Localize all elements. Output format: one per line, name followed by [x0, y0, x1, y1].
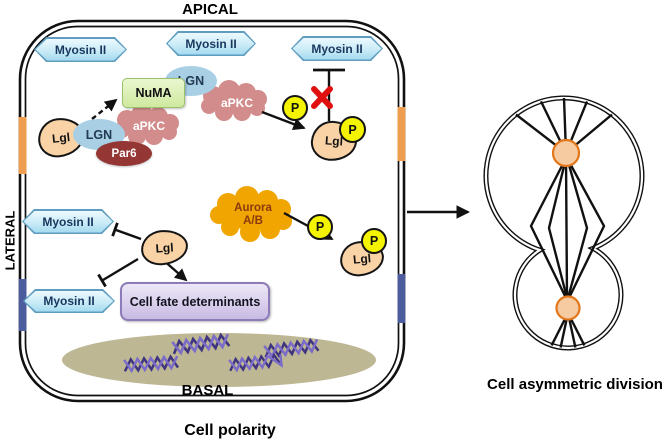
apkc-cloud-free: [201, 80, 267, 121]
myosin-hexagon-apical-left: Myosin II: [34, 37, 127, 62]
lateral-blue-segment-right: [397, 274, 406, 323]
myosin-label: Myosin II: [43, 294, 95, 308]
blocked-x-icon: [311, 86, 333, 109]
dna-helix: [171, 332, 231, 356]
myosin-label: Myosin II: [311, 41, 363, 56]
myosin-label: Myosin II: [54, 42, 107, 57]
lgn-ellipse-complex: LGN: [73, 119, 125, 150]
dna-helix: [263, 337, 320, 359]
dashed-arrow-to-numa: [91, 98, 118, 120]
myosin-hexagon-lateral-lower: Myosin II: [23, 289, 115, 313]
inhibit-bar-myosin-upper: [111, 222, 119, 237]
phospho-badge-aurora: P: [307, 214, 333, 240]
spindle-pole-top: [551, 138, 581, 168]
apkc-label-free: aPKC: [220, 96, 253, 111]
spindle-pole-bottom: [555, 295, 581, 321]
dna-helix: [123, 354, 180, 374]
cell-asymmetric-division-caption: Cell asymmetric division: [487, 376, 663, 394]
cell-fate-determinants-box: Cell fate determinants: [120, 282, 270, 321]
phospho-badge-lgl-apical: P: [339, 116, 366, 143]
nucleus: [62, 332, 376, 387]
membrane-domains: [18, 107, 406, 331]
inhibit-bar-myosin-lower: [97, 273, 107, 288]
lateral-orange-segment-left: [18, 117, 27, 174]
numa-box: NuMA: [122, 78, 185, 108]
phospho-badge-apkc: P: [282, 95, 308, 121]
lateral-label: LATERAL: [2, 210, 18, 271]
dividing-cell: [483, 95, 645, 351]
aurora-cloud: [210, 186, 292, 242]
apkc-phospho-arrow: [261, 110, 306, 131]
aurora-line2: A/B: [243, 215, 263, 227]
dna-helix: [228, 352, 284, 373]
phospho-badge-lgl-basal: P: [361, 228, 387, 254]
basal-label: BASAL: [181, 381, 234, 399]
apical-label: APICAL: [182, 0, 238, 18]
inhibit-line-myosin-lower: [102, 257, 139, 282]
lateral-orange-segment-right: [397, 107, 406, 161]
inhibit-line-myosin-upper: [115, 228, 142, 241]
myosin-label: Myosin II: [185, 36, 237, 51]
cell-polarity-caption: Cell polarity: [184, 421, 276, 439]
myosin-hexagon-lateral-upper: Myosin II: [22, 209, 114, 234]
myosin-hexagon-apical-center: Myosin II: [166, 31, 256, 56]
aurora-line1: Aurora: [234, 202, 272, 215]
myosin-label: Myosin II: [42, 214, 94, 229]
aurora-label: Aurora A/B: [214, 194, 292, 236]
myosin-hexagon-apical-right: Myosin II: [291, 36, 383, 61]
apkc-label-complex: aPKC: [132, 119, 165, 134]
lateral-blue-segment-left: [18, 279, 27, 331]
par6-ellipse: Par6: [96, 141, 152, 166]
